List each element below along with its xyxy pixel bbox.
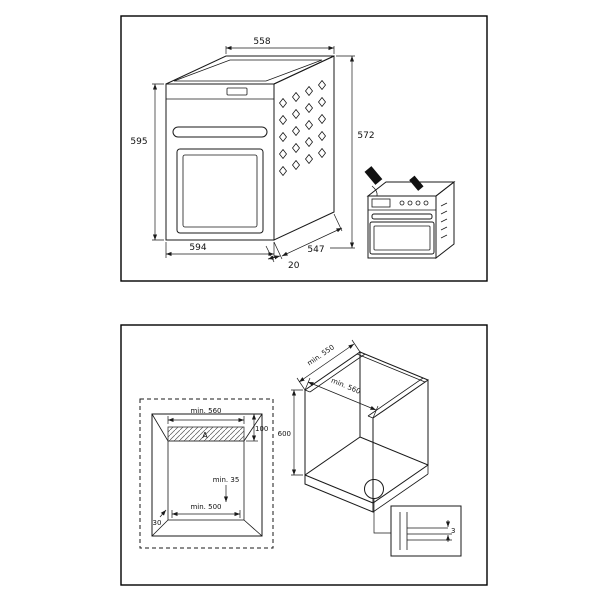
dim-detail-gap-label: 3 (451, 527, 455, 535)
dim-min550-line (298, 343, 355, 383)
dim-top-width-label: 558 (253, 37, 270, 47)
bottom-panel-border (120, 324, 488, 586)
cutout-outer-rect (151, 413, 263, 537)
power-plug-icon-small (409, 175, 424, 191)
cutout-hatched-strip (167, 426, 245, 442)
niche-base-side (372, 465, 429, 513)
small-oven-side-vents (440, 202, 448, 239)
oven-front-face (165, 83, 275, 241)
cutout-dashed-frame (139, 398, 274, 549)
dim-depth-label: 547 (307, 245, 324, 255)
dim-cutout-min-width-label: min. 560 (190, 407, 221, 415)
small-oven-display (371, 198, 391, 208)
oven-door-outer (176, 148, 264, 234)
small-oven-door-glass (373, 225, 431, 251)
dim-bottom-width-label: 594 (189, 243, 206, 253)
power-plug-icon-large (364, 166, 383, 185)
dim-min500-label: min. 500 (190, 503, 221, 511)
small-oven-illustration (364, 166, 456, 260)
small-oven-knob (399, 200, 405, 206)
dim-547-line (281, 227, 343, 257)
dim-30-label: 30 (153, 519, 162, 527)
dim-top-strip-label: 100 (255, 425, 268, 433)
dim-30-arrow (159, 509, 167, 518)
detail-box-border (390, 505, 462, 557)
oven-display (226, 87, 248, 96)
oven-handle (172, 126, 268, 138)
dim-min560-niche-ext (304, 377, 379, 419)
small-oven-front-face (367, 195, 437, 259)
small-oven-handle (371, 213, 433, 220)
dim-front-height-label: 595 (130, 137, 147, 147)
oven-top-rim (173, 59, 323, 82)
small-oven-knob (415, 200, 421, 206)
oven-door-glass (182, 154, 258, 228)
dim-min560-niche-line (307, 381, 377, 411)
dim-door-offset-label: 20 (288, 261, 300, 271)
detail-wall-lines (399, 512, 408, 550)
dim-min35-label: min. 35 (213, 476, 240, 484)
dim-20-line (267, 255, 281, 260)
detail-box: 3 (390, 505, 462, 557)
oven-isometric-drawing (165, 55, 335, 241)
area-a-label: A (202, 431, 208, 440)
dim-min550-ext (296, 339, 361, 391)
oven-side-vent-pattern (278, 79, 327, 177)
dim-back-height-label: 572 (357, 131, 374, 141)
small-oven-door (369, 221, 435, 255)
oven-dimensions: 558 595 572 594 547 20 (130, 37, 374, 271)
cutout-front-view: A min. 560 100 min. 35 min. 500 30 (139, 398, 274, 549)
power-cable-line (371, 185, 378, 197)
bottom-panel: A min. 560 100 min. 35 min. 500 30 (120, 324, 488, 586)
detail-callout-circle (364, 479, 384, 499)
detail-leader-line (373, 499, 391, 534)
top-panel: 558 595 572 594 547 20 (120, 15, 488, 282)
small-oven-knob (407, 200, 413, 206)
detail-shelf-lines (407, 533, 452, 541)
small-oven-knob (423, 200, 429, 206)
dim-height-label: 600 (278, 430, 291, 438)
